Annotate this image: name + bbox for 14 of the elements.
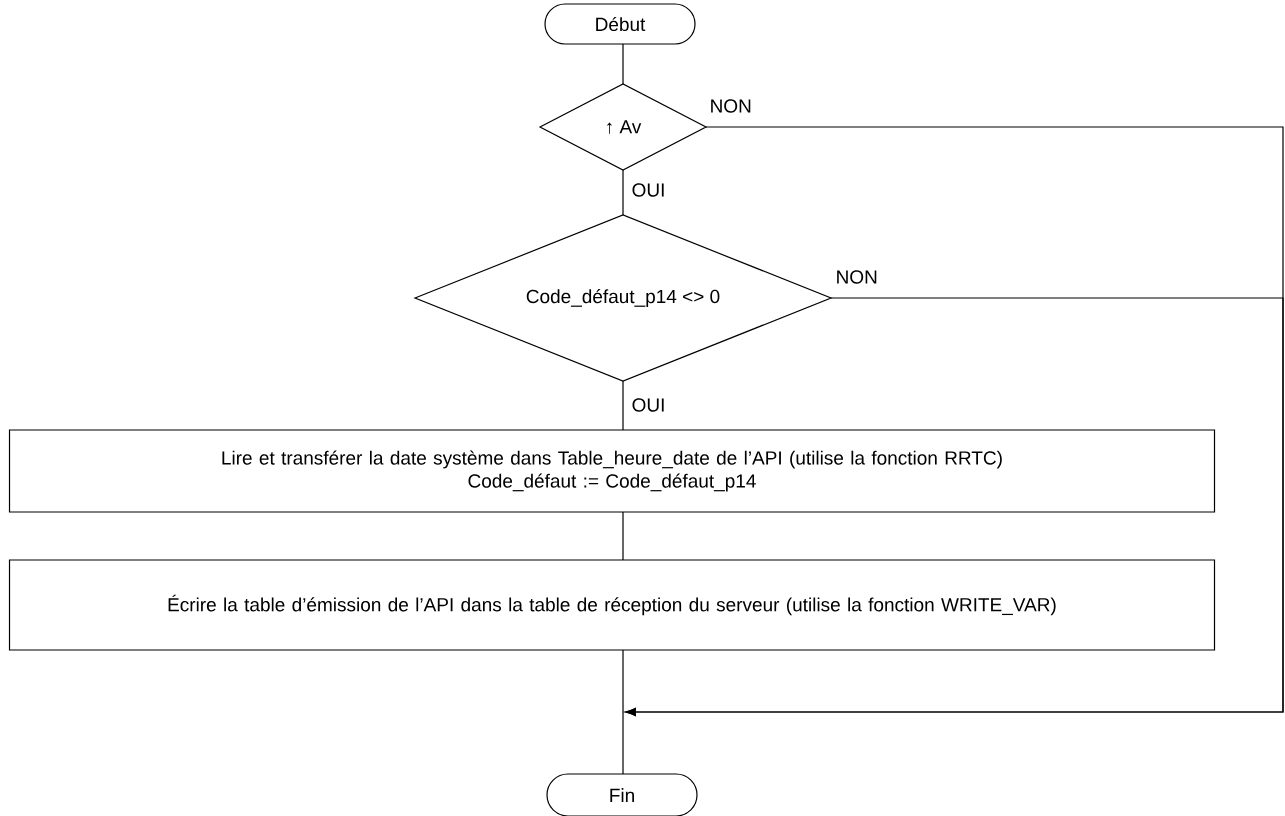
terminal-box: Fin <box>546 773 698 816</box>
process-box: Écrire la table d’émission de l’API dans la table de réception du serveur (utilise la fonction WRITE_VAR) <box>8 559 1216 651</box>
edge-label: NON <box>834 269 879 285</box>
edge-label: OUI <box>630 182 667 198</box>
connector-line <box>622 380 624 431</box>
process-box: Lire et transférer la date système dans Table_heure_date de l’API (utilise la fonction RRTC) Code_défaut := Code_défaut_p14 <box>8 429 1216 513</box>
connector-line <box>622 649 624 775</box>
arrow <box>625 297 1284 717</box>
connector-line <box>622 169 624 216</box>
connector-line <box>622 511 624 561</box>
edge-label: OUI <box>630 397 667 413</box>
edge-label: NON <box>708 98 753 114</box>
connector-line <box>622 43 624 85</box>
terminal-box: Début <box>544 3 696 45</box>
